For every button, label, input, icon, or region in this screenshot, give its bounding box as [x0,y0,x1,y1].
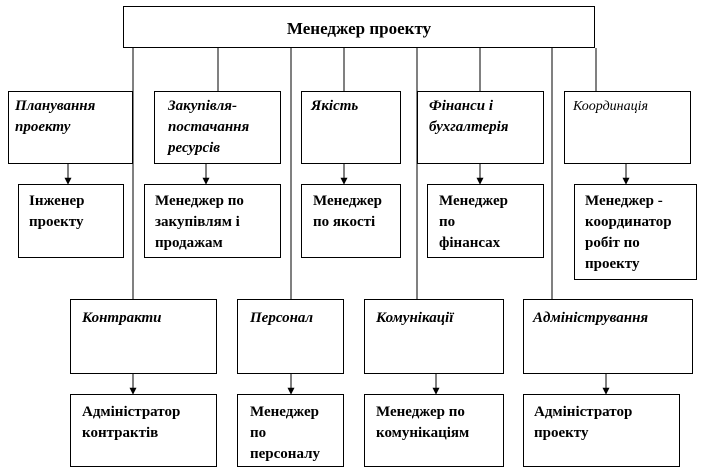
dept-label-personnel: Персонал [250,310,314,326]
dept-box-finance: Фінанси і бухгалтерія [417,91,544,164]
project-manager-box: Менеджер проекту [123,6,595,48]
role-label-communications: Менеджер по комунікаціям [376,404,470,441]
dept-box-planning: Планування проекту [8,91,133,164]
role-label-procurement: Менеджер по закупівлям і продажам [155,193,244,251]
dept-box-coordination: Координація [564,91,691,164]
role-box-procurement: Менеджер по закупівлям і продажам [144,184,281,258]
dept-box-communications: Комунікації [364,299,504,374]
dept-label-administration: Адміністрування [533,310,649,326]
role-label-planning: Інженер проекту [29,193,85,230]
role-label-contracts: Адміністратор контрактів [82,404,181,441]
dept-box-administration: Адміністрування [523,299,693,374]
dept-label-procurement: Закупівля- постачання ресурсів [168,98,250,156]
role-label-administration: Адміністратор проекту [534,404,633,441]
dept-label-communications: Комунікації [376,310,454,326]
role-label-personnel: Менеджер по персоналу [250,404,320,462]
role-box-communications: Менеджер по комунікаціям [364,394,504,467]
role-label-quality: Менеджер по якості [313,193,382,230]
dept-label-quality: Якість [311,98,359,114]
dept-label-finance: Фінанси і бухгалтерія [429,98,509,135]
dept-box-contracts: Контракти [70,299,217,374]
role-box-quality: Менеджер по якості [301,184,401,258]
dept-box-quality: Якість [301,91,401,164]
role-box-personnel: Менеджер по персоналу [237,394,344,467]
role-label-finance: Менеджер по фінансах [439,193,508,251]
dept-label-coordination: Координація [573,99,649,114]
dept-label-planning: Планування проекту [15,98,96,135]
dept-label-contracts: Контракти [82,310,162,326]
role-box-planning: Інженер проекту [18,184,124,258]
dept-box-personnel: Персонал [237,299,344,374]
dept-box-procurement: Закупівля- постачання ресурсів [154,91,281,164]
role-box-administration: Адміністратор проекту [523,394,680,467]
role-label-coordination: Менеджер - координатор робіт по проекту [585,193,672,272]
role-box-coordination: Менеджер - координатор робіт по проекту [574,184,697,280]
role-box-contracts: Адміністратор контрактів [70,394,217,467]
project-manager-title: Менеджер проекту [286,19,432,38]
role-box-finance: Менеджер по фінансах [427,184,544,258]
